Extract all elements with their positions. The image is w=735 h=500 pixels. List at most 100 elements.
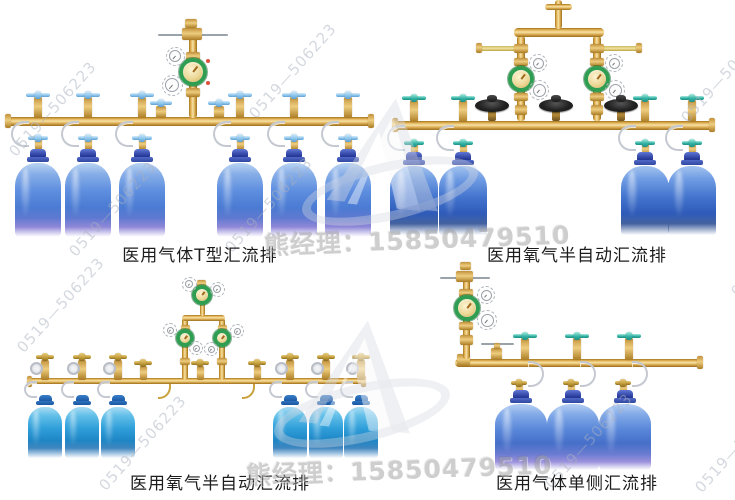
- pigtail-hose: [115, 121, 133, 147]
- marker-dot: [206, 81, 210, 85]
- branch-valve: [491, 348, 502, 360]
- pigtail-hose: [11, 121, 29, 147]
- cylinder-neck-valve: [139, 139, 146, 150]
- cylinder-station-valve: [625, 338, 633, 360]
- pressure-gauge: [213, 285, 221, 293]
- side-handwheel: [103, 362, 116, 375]
- pigtail-hose: [321, 121, 339, 147]
- gas-cylinder: [344, 407, 378, 461]
- valve-handle: [352, 355, 370, 359]
- gauge-callout: [209, 281, 225, 297]
- branch-valve: [254, 366, 261, 380]
- valve-handle: [451, 96, 475, 100]
- pressure-gauge: [480, 313, 494, 327]
- riser-tee: [514, 44, 528, 53]
- cylinder-neck-valve: [568, 383, 575, 394]
- marker-dot: [206, 59, 210, 63]
- pipe-end-cap: [709, 118, 715, 132]
- cylinder-station-valve: [357, 360, 365, 380]
- stub-cap: [636, 43, 642, 53]
- cylinder-station-valve: [34, 97, 42, 118]
- pressure-regulator: [454, 295, 480, 321]
- side-handwheel: [67, 362, 80, 375]
- cylinder-neck-valve: [460, 144, 467, 155]
- gauge-callout: [165, 46, 185, 66]
- cylinder-neck-valve: [642, 144, 649, 155]
- cylinder-collar: [283, 157, 305, 162]
- inlet-stub: [200, 302, 205, 316]
- side-stub: [600, 46, 638, 51]
- pipe-end-cap: [368, 114, 374, 128]
- black-handwheel: [604, 99, 638, 112]
- valve-handle: [109, 355, 127, 359]
- side-handwheel: [275, 362, 288, 375]
- cylinder-collar: [229, 157, 251, 162]
- valve-handle: [248, 361, 266, 365]
- gas-cylinder: [309, 407, 343, 461]
- pigtail-hose: [61, 381, 74, 398]
- tee-fitting: [182, 28, 202, 40]
- regulator-nut: [181, 325, 190, 331]
- pressure-regulator: [584, 66, 610, 92]
- gas-cylinder: [621, 166, 669, 238]
- valve-handle: [282, 93, 306, 97]
- bridge-pipe: [514, 28, 604, 37]
- cylinder-collar: [281, 401, 299, 405]
- pipe-end-cap: [361, 376, 366, 387]
- caption-t-type: 医用气体T型汇流排: [122, 246, 278, 266]
- cylinder-collar: [634, 160, 656, 165]
- pressure-regulator: [508, 66, 534, 92]
- valve-stem: [552, 109, 560, 121]
- pigtail-hose: [436, 125, 454, 151]
- valve-handle: [78, 136, 98, 140]
- inlet-stub: [555, 0, 562, 29]
- gauge-callout: [477, 286, 495, 304]
- riser-top-knob: [197, 280, 206, 287]
- gas-cylinder: [101, 407, 135, 461]
- riser-coupling: [591, 105, 603, 115]
- cylinder-cap: [565, 390, 581, 399]
- gauge-callout: [161, 74, 183, 96]
- riser-coupling: [180, 358, 190, 365]
- valve-handle: [76, 93, 100, 97]
- cylinder-cap: [134, 149, 150, 158]
- pigtail-hose: [213, 121, 231, 147]
- gas-cylinder: [15, 163, 61, 239]
- pressure-gauge: [233, 327, 241, 335]
- pigtail-hose: [618, 125, 636, 151]
- side-stub: [480, 46, 518, 51]
- gas-cylinder: [390, 166, 438, 238]
- regulator-nut: [514, 58, 528, 66]
- cylinder-cap: [80, 149, 96, 158]
- valve-handle: [28, 136, 48, 140]
- valve-handle: [338, 136, 358, 140]
- gas-cylinder: [65, 163, 111, 239]
- cylinder-neck-valve: [620, 383, 627, 394]
- logo-watermark: [267, 320, 457, 462]
- pressure-regulator: [213, 329, 231, 347]
- cylinder-cap: [286, 149, 302, 158]
- cylinder-station-valve: [84, 97, 92, 118]
- cylinder-collar: [403, 160, 425, 165]
- riser-tee: [590, 44, 604, 53]
- cylinder-cap: [283, 395, 297, 402]
- valve-stem: [617, 109, 625, 121]
- pigtail-hose: [387, 125, 405, 151]
- manifold-pipe: [30, 378, 363, 384]
- cylinder-cap: [319, 395, 333, 402]
- valve-handle: [134, 361, 152, 365]
- pressure-gauge: [169, 50, 181, 62]
- branch-valve: [140, 366, 147, 380]
- cylinder-collar: [317, 401, 335, 405]
- branch-valve: [197, 366, 204, 380]
- manifold-pipe: [8, 117, 372, 126]
- pipe-end-cap: [697, 356, 703, 369]
- valve-handle: [284, 136, 304, 140]
- valve-handle: [130, 93, 154, 97]
- cylinder-cap: [513, 390, 529, 399]
- pressure-gauge: [192, 344, 200, 352]
- regulator-nut: [590, 93, 604, 101]
- valve-handle: [453, 141, 473, 145]
- cylinder-station-valve: [322, 360, 330, 380]
